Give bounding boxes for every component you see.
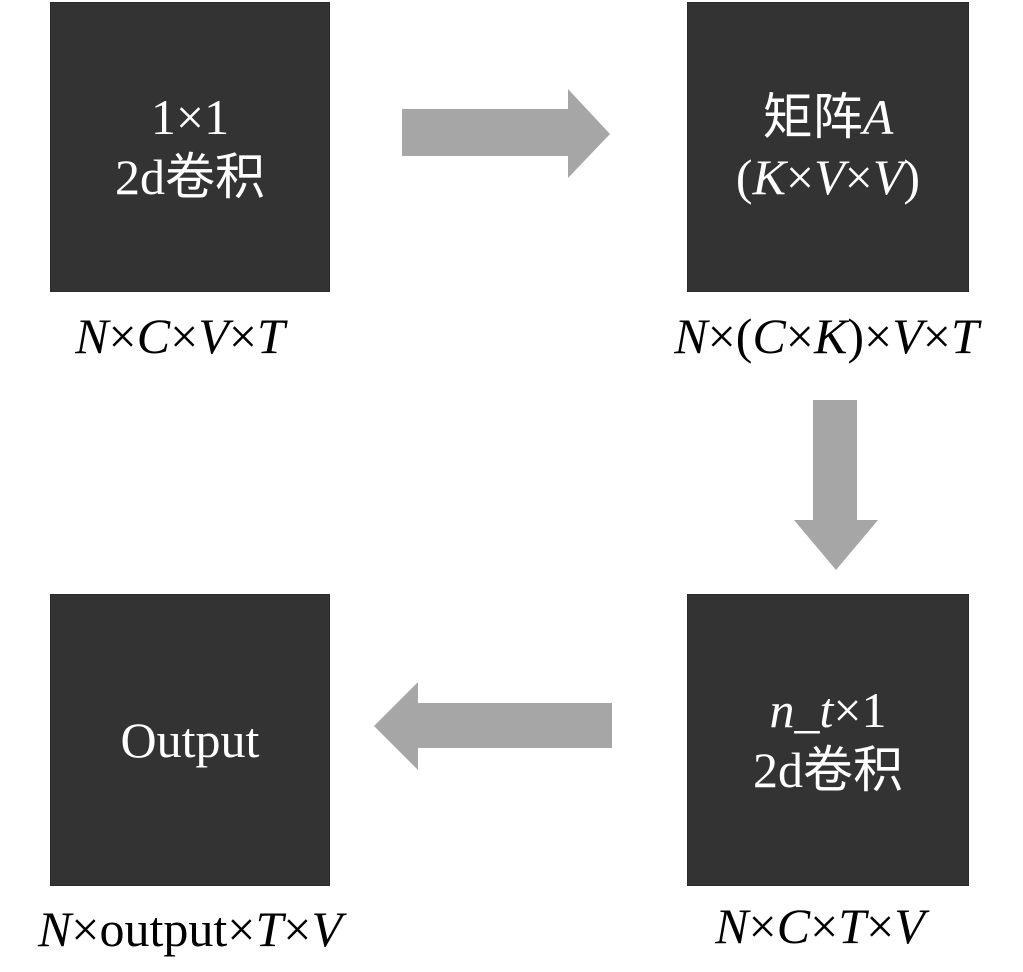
conv-nt-caption: N×C×T×V [640, 901, 1000, 951]
matrix-var: A [862, 89, 894, 145]
matrix-a-node: 矩阵A (K×V×V) [687, 2, 969, 292]
arrow-right-shape [402, 89, 610, 178]
caption-op: ×( [707, 308, 753, 364]
caption-var: N [715, 898, 749, 954]
dim-var: V [814, 149, 845, 205]
caption-var: T [838, 898, 867, 954]
caption-op: × [866, 898, 895, 954]
dim-var: V [872, 149, 904, 205]
paren-open: ( [735, 149, 753, 205]
caption-op: × [108, 308, 137, 364]
caption-var: C [136, 308, 171, 364]
caption-op: × [283, 901, 312, 957]
arrow-right [402, 89, 610, 178]
arrow-left-shape [374, 682, 612, 770]
caption-var: K [814, 308, 848, 364]
caption-var: T [255, 901, 284, 957]
conv-1x1-caption: N×C×V×T [0, 311, 360, 361]
caption-var: C [776, 898, 811, 954]
matrix-label: 矩阵 [762, 89, 863, 145]
conv-nt-line1: n_t×1 [769, 680, 886, 740]
kernel-rest: ×1 [833, 682, 887, 738]
matrix-a-line1: 矩阵A [763, 87, 894, 147]
arrow-down-shape [794, 400, 878, 570]
times-op: × [844, 149, 873, 205]
matrix-a-caption: N×(C×K)×V×T [630, 311, 1023, 361]
caption-op: × [785, 308, 814, 364]
matrix-a-line2: (K×V×V) [736, 147, 920, 207]
caption-var: V [892, 308, 923, 364]
kernel-var: n_t [769, 682, 834, 738]
conv-1x1-line2: 2d卷积 [115, 149, 265, 205]
dim-var: K [752, 149, 786, 205]
caption-op: × [810, 898, 839, 954]
caption-op: × [228, 308, 258, 364]
arrow-left [374, 682, 612, 770]
output-node: Output [50, 594, 330, 886]
conv-1x1-line1: 1×1 [150, 89, 230, 145]
output-caption: N×output×T×V [0, 904, 380, 954]
caption-var: C [752, 308, 786, 364]
paren-close: ) [903, 149, 921, 205]
caption-var: V [894, 898, 925, 954]
caption-var: T [950, 308, 979, 364]
conv-nt-line2: 2d卷积 [753, 742, 903, 798]
caption-op: )× [847, 308, 893, 364]
caption-op: × [748, 898, 777, 954]
times-op: × [785, 149, 815, 205]
output-label: Output [120, 712, 260, 768]
caption-var: V [198, 308, 229, 364]
arrow-down [794, 400, 878, 570]
conv-nt-node: n_t×1 2d卷积 [687, 594, 969, 886]
caption-var: N [37, 901, 72, 957]
caption-var: V [311, 901, 343, 957]
caption-var: N [674, 308, 708, 364]
caption-op: ×output× [71, 901, 256, 957]
caption-op: × [922, 308, 951, 364]
conv-1x1-node: 1×1 2d卷积 [50, 2, 330, 292]
caption-var: N [75, 308, 109, 364]
caption-var: T [257, 308, 285, 364]
caption-op: × [170, 308, 199, 364]
